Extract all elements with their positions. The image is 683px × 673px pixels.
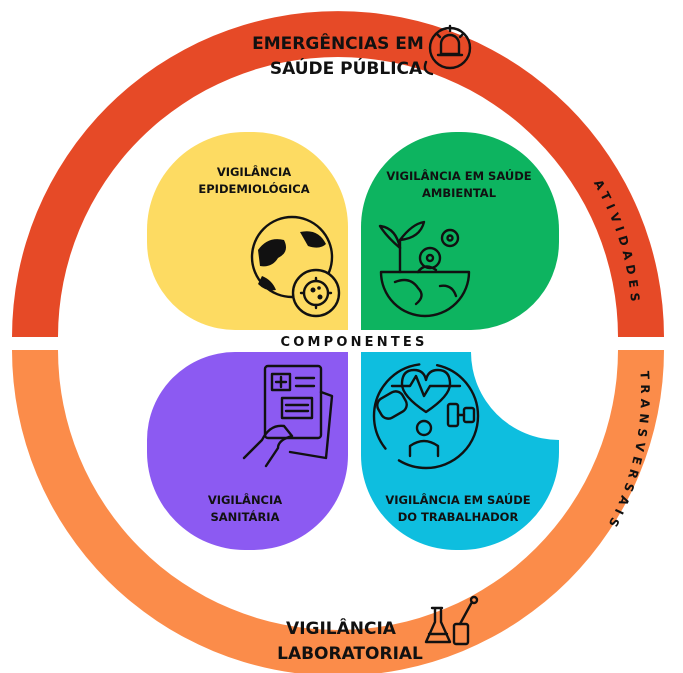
- ring-upper-half: [12, 11, 664, 337]
- worker-health-icon: [372, 362, 480, 470]
- epidemiologica-label-line2: EPIDEMIOLÓGICA: [198, 181, 309, 196]
- ambiental-label-line2: AMBIENTAL: [422, 186, 497, 200]
- emergency-siren-icon: [423, 24, 472, 76]
- petal-sanitaria[interactable]: [147, 352, 348, 550]
- epidemiologica-label-line1: VIGILÂNCIA: [217, 164, 291, 179]
- earth-plant-gear-icon: [378, 220, 471, 318]
- sanitaria-label-line2: SANITÁRIA: [211, 509, 280, 524]
- center-label: COMPONENTES: [280, 335, 427, 350]
- ring-top-label-line1: EMERGÊNCIAS EM: [252, 32, 424, 54]
- globe-virus-icon: [250, 215, 341, 318]
- petal-trabalhador[interactable]: [361, 352, 559, 550]
- ambiental-label-line1: VIGILÂNCIA EM SAÚDE: [386, 168, 531, 183]
- trabalhador-label-line2: DO TRABALHADOR: [398, 510, 519, 524]
- ring-top-label-line2: SAÚDE PÚBLICA: [270, 57, 423, 79]
- medical-document-hand-icon: [242, 364, 334, 468]
- trabalhador-label-line1: VIGILÂNCIA EM SAÚDE: [385, 492, 530, 507]
- ring-bottom-label-line2: LABORATORIAL: [277, 644, 423, 664]
- lab-flask-icon: [424, 595, 479, 646]
- sanitaria-label-line1: VIGILÂNCIA: [208, 492, 282, 507]
- ring-bottom-label-line1: VIGILÂNCIA: [286, 617, 397, 639]
- ring-lower-half: [12, 350, 664, 673]
